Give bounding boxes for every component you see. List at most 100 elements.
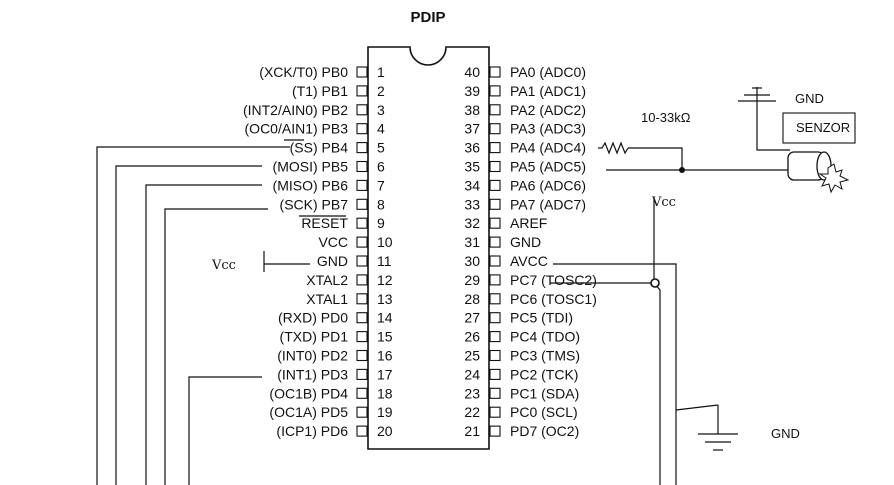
sensor-icon	[787, 151, 850, 194]
left-pin-number: 17	[377, 366, 393, 382]
right-pin-number: 26	[464, 329, 480, 345]
left-pin-number: 1	[377, 64, 385, 80]
left-pin-label: (MISO) PB6	[273, 177, 349, 193]
right-pin-label: PA1 (ADC1)	[510, 83, 586, 99]
right-pin-stub	[489, 387, 501, 399]
wire-pb4	[96, 146, 290, 485]
right-pin-number: 29	[464, 272, 480, 288]
left-pin-stub	[356, 274, 368, 286]
left-pin-stub	[356, 255, 368, 267]
right-pin-number: 23	[464, 385, 480, 401]
left-pin-number: 11	[377, 253, 392, 269]
right-pin-label: AREF	[510, 215, 547, 231]
left-pin-stub	[356, 198, 368, 210]
right-pin-number: 21	[464, 423, 480, 439]
left-pin-number: 18	[377, 385, 393, 401]
left-pin-label: (INT2/AIN0) PB2	[243, 102, 348, 118]
left-wires	[96, 146, 290, 485]
right-pin-stub	[489, 66, 501, 78]
sensor-label: SENZOR	[796, 120, 850, 135]
resistor-symbol	[598, 141, 629, 155]
right-pin-stub	[489, 217, 501, 229]
wire-pb6	[145, 184, 262, 485]
right-pin-stub	[489, 160, 501, 173]
right-pin-number: 28	[464, 291, 480, 307]
resistor-label: 10-33kΩ	[641, 110, 691, 125]
left-pin-stub	[356, 387, 368, 399]
wire-pb7	[164, 208, 268, 485]
left-pin-number: 3	[377, 102, 385, 118]
left-pin-number: 7	[377, 177, 385, 193]
right-pin-stub	[489, 425, 501, 437]
vcc-right-label: Vcc	[651, 195, 676, 210]
sensor-box	[782, 112, 856, 144]
left-pin-number: 16	[377, 348, 393, 364]
right-pin-number: 34	[464, 177, 480, 193]
right-pin-label: PC3 (TMS)	[510, 348, 580, 364]
right-pin-number: 37	[464, 121, 480, 137]
junction-dot	[679, 167, 685, 173]
left-pin-stub	[356, 368, 368, 380]
right-pin-number: 38	[464, 102, 480, 118]
right-pin-label: PC4 (TDO)	[510, 329, 580, 345]
left-pin-stub	[356, 406, 368, 418]
left-pin-label: (XCK/T0) PB0	[259, 64, 348, 80]
left-pin-stub	[356, 123, 368, 135]
right-pin-label: PA7 (ADC7)	[510, 196, 586, 212]
right-pin-label: PC7 (TOSC2)	[510, 272, 597, 288]
left-pin-label: (OC1A) PD5	[269, 404, 348, 420]
right-pin-label: AVCC	[510, 253, 548, 269]
left-pin-label: (INT1) PD3	[277, 366, 348, 382]
left-pin-stub	[356, 160, 368, 173]
right-pin-stub	[489, 198, 501, 210]
left-pin-label: (SCK) PB7	[280, 196, 349, 212]
right-pin-number: 33	[464, 196, 480, 212]
left-pin-number: 9	[377, 215, 385, 231]
left-pin-label: VCC	[318, 234, 348, 250]
right-pin-number: 27	[464, 310, 480, 326]
right-pin-stub	[489, 331, 501, 343]
wire-sensor-gnd	[756, 114, 790, 151]
right-pin-label: PD7 (OC2)	[510, 423, 579, 439]
right-pin-stub	[489, 406, 501, 418]
left-pin-stub	[356, 293, 368, 305]
left-pin-stub	[356, 236, 368, 248]
gnd-top-label: GND	[795, 91, 824, 106]
wire-avcc	[553, 263, 677, 485]
left-pin-stub	[356, 66, 368, 78]
left-pin-column: (XCK/T0) PB0 1 (T1) PB1 2 (INT2/AIN0) PB2 3 (O…	[243, 64, 393, 439]
wire-avcc-gnd	[675, 404, 719, 411]
right-pin-label: PA3 (ADC3)	[510, 121, 586, 137]
left-pin-stub	[356, 312, 368, 324]
right-pin-label: GND	[510, 234, 541, 250]
right-pin-stub	[489, 123, 501, 135]
left-pin-stub	[356, 425, 368, 437]
left-pin-number: 4	[377, 121, 385, 137]
left-pin-number: 20	[377, 423, 393, 439]
wire-resistor-node	[668, 147, 683, 170]
left-pin-stub	[356, 349, 368, 362]
right-pin-number: 25	[464, 348, 480, 364]
right-pin-label: PC1 (SDA)	[510, 385, 579, 401]
left-pin-label: XTAL2	[306, 272, 348, 288]
right-pin-number: 30	[464, 253, 480, 269]
ground-symbol-top	[738, 87, 776, 114]
left-pin-label: (MOSI) PB5	[273, 159, 349, 175]
left-pin-label: (TXD) PD1	[280, 329, 349, 345]
left-pin-stub	[356, 331, 368, 343]
wire-pb5	[115, 165, 262, 485]
right-pin-stub	[489, 142, 501, 154]
left-pin-label: (T1) PB1	[292, 83, 348, 99]
left-pin-number: 6	[377, 159, 385, 175]
right-pin-stub	[489, 255, 501, 267]
right-pin-stub	[489, 293, 501, 305]
left-pin-label: (OC1B) PD4	[269, 385, 348, 401]
left-pin-number: 12	[377, 272, 393, 288]
left-pin-label: XTAL1	[306, 291, 348, 307]
right-pin-stub	[489, 236, 501, 248]
pc7-node	[650, 278, 660, 288]
left-pin-number: 2	[377, 83, 385, 99]
left-pin-stub	[356, 179, 368, 191]
